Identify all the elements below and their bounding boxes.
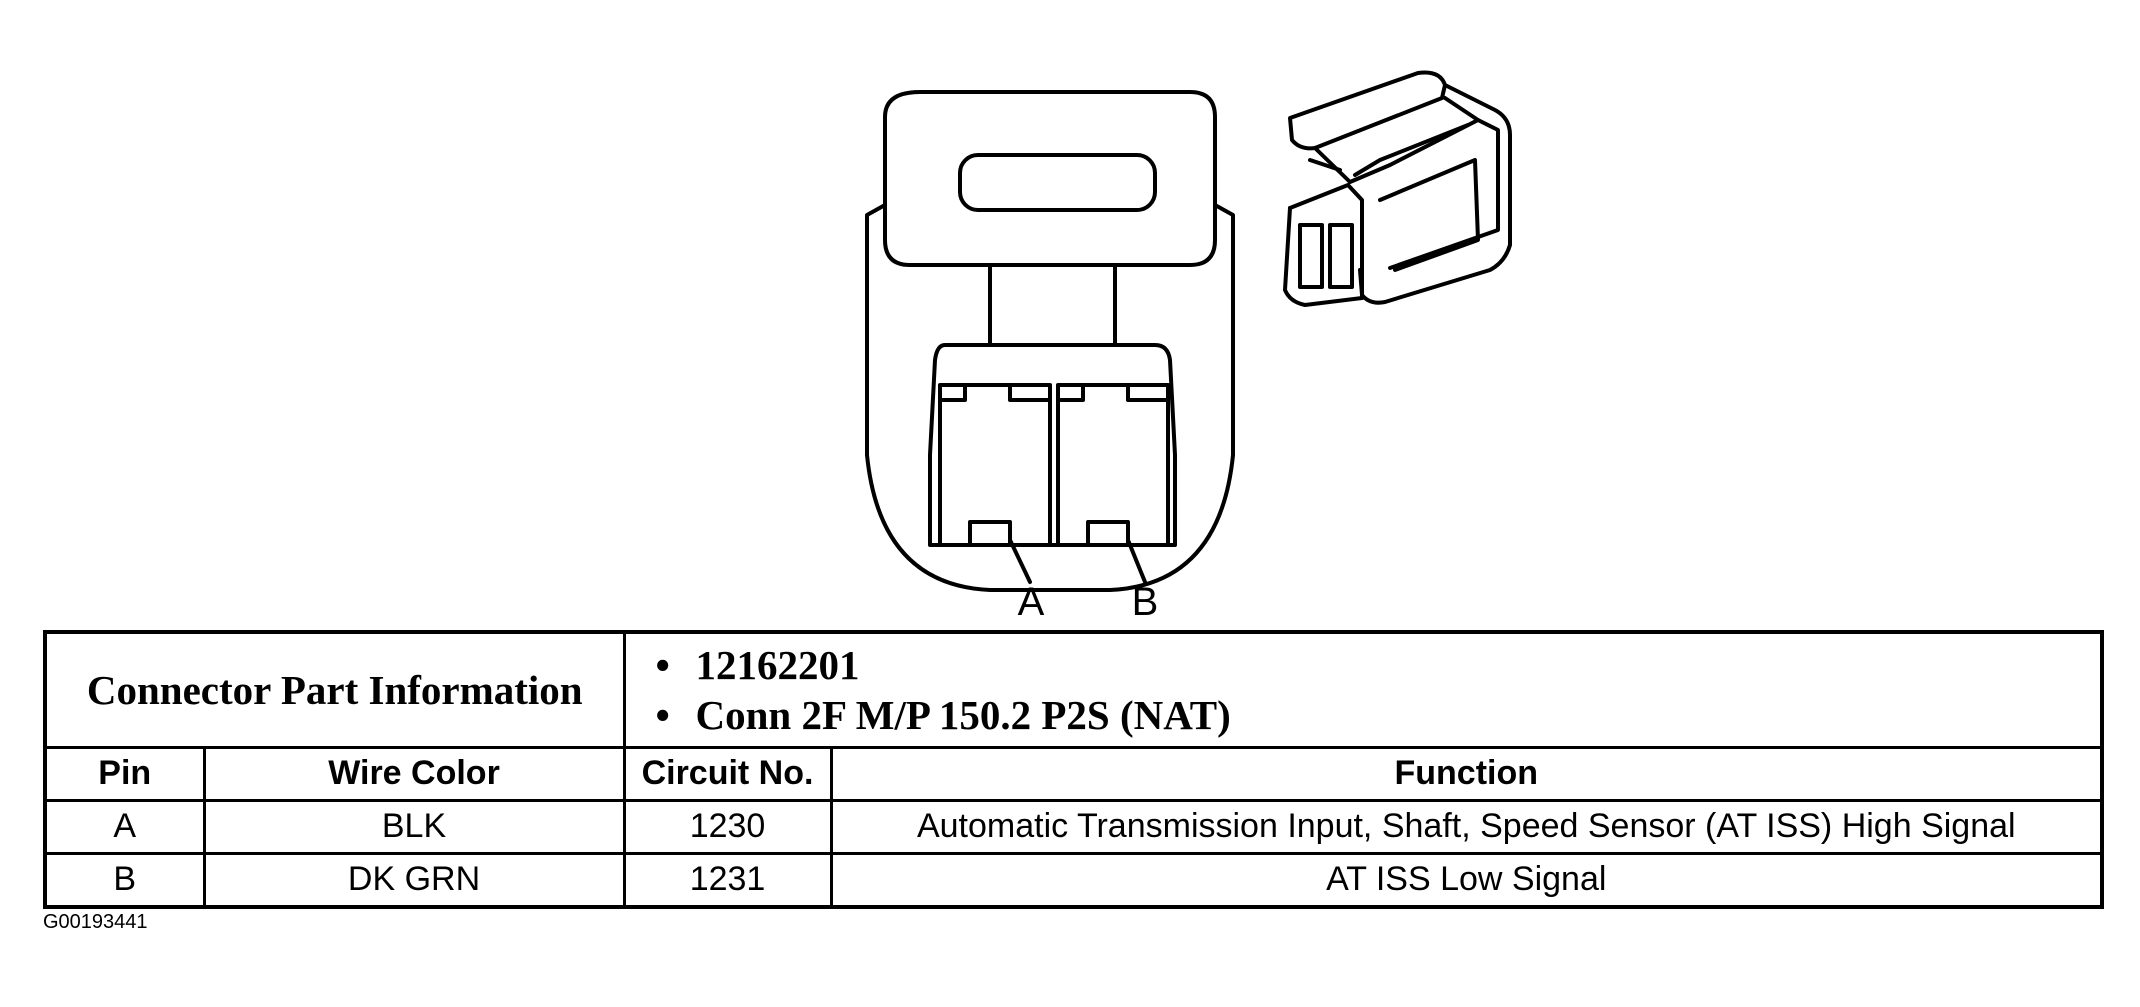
cell-function: AT ISS Low Signal: [829, 851, 2104, 908]
part-info-item: •12162201: [655, 641, 860, 688]
pin-label-a: A: [1018, 580, 1045, 624]
column-header-wire-color: Wire Color: [202, 745, 626, 802]
connector-part-info-label: Connector Part Information: [43, 630, 626, 749]
connector-front-view: [865, 90, 1235, 592]
cell-pin: B: [43, 851, 206, 908]
column-header-circuit-no: Circuit No.: [622, 745, 833, 802]
column-header-pin: Pin: [43, 745, 206, 802]
cell-wire-color: DK GRN: [202, 851, 626, 908]
column-header-function: Function: [829, 745, 2104, 802]
cell-pin: A: [43, 798, 206, 855]
table-header-row: Connector Part Information •12162201 •Co…: [43, 630, 2104, 749]
cell-function: Automatic Transmission Input, Shaft, Spe…: [829, 798, 2104, 855]
figure-id: G00193441: [43, 911, 148, 933]
part-info-item: •Conn 2F M/P 150.2 P2S (NAT): [655, 691, 1231, 738]
table-column-header-row: Pin Wire Color Circuit No. Function: [43, 745, 2104, 802]
connector-part-info-values: •12162201 •Conn 2F M/P 150.2 P2S (NAT): [622, 630, 2104, 749]
cell-circuit-no: 1231: [622, 851, 833, 908]
connector-pinout-table: Connector Part Information •12162201 •Co…: [43, 630, 2105, 909]
cell-wire-color: BLK: [202, 798, 626, 855]
cell-circuit-no: 1230: [622, 798, 833, 855]
connector-diagram: A B: [865, 70, 1512, 624]
connector-isometric-view: [1283, 70, 1512, 307]
table-row: A BLK 1230 Automatic Transmission Input,…: [43, 798, 2104, 855]
pin-label-b: B: [1132, 580, 1159, 624]
table-row: B DK GRN 1231 AT ISS Low Signal: [43, 851, 2104, 908]
